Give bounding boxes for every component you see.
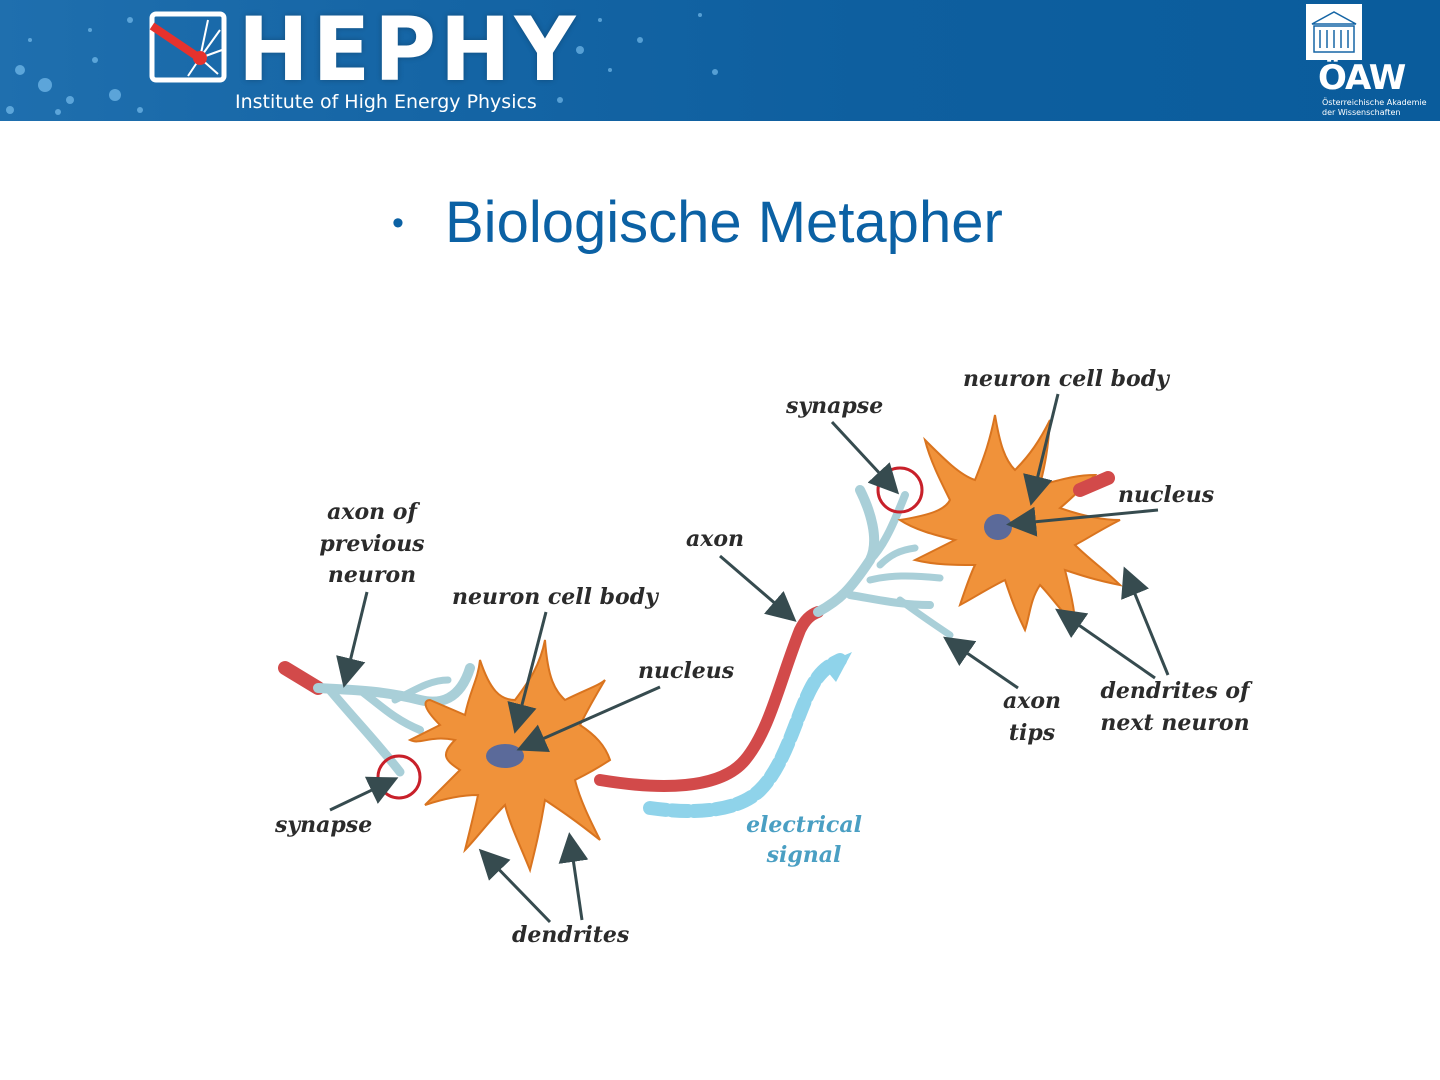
label-electrical-signal-2: signal: [766, 842, 842, 868]
label-dendrites-next-2: next neuron: [1100, 710, 1249, 736]
left-neuron-body: [407, 639, 612, 874]
hephy-emblem-icon: [149, 11, 227, 83]
axon: [594, 606, 824, 792]
label-neuron-cell-body-left: neuron cell body: [452, 584, 660, 610]
label-dendrites-next-1: dendrites of: [1100, 678, 1253, 704]
right-neuron-body: [897, 414, 1124, 633]
synapse-circle-left: [376, 754, 422, 800]
label-axon-tips-2: tips: [1009, 720, 1055, 746]
label-axon-of-previous-2: previous: [319, 531, 424, 557]
oaw-line-2: der Wissenschaften: [1322, 108, 1401, 117]
header-banner: HEPHY Institute of High Energy Physics Ö…: [0, 0, 1440, 121]
particle-background: [6, 13, 718, 115]
label-synapse-right: synapse: [785, 393, 883, 419]
oaw-building-icon: [1306, 4, 1362, 60]
pointer-arrows: [329, 393, 1170, 924]
label-axon: axon: [686, 526, 744, 552]
oaw-line-1: Österreichische Akademie: [1322, 98, 1427, 107]
label-dendrites: dendrites: [512, 922, 629, 948]
previous-axon-terminal: [278, 661, 475, 777]
slide-title: Biologische Metapher: [445, 190, 1003, 255]
electrical-signal-arrow: [643, 652, 852, 818]
label-axon-of-previous-1: axon of: [327, 499, 420, 525]
right-axon-terminals: [813, 485, 954, 639]
label-electrical-signal-1: electrical: [746, 812, 862, 838]
label-synapse-left: synapse: [274, 812, 372, 838]
oaw-logo-text: ÖAW: [1318, 58, 1406, 98]
label-nucleus-left: nucleus: [638, 658, 734, 684]
hephy-logo-text: HEPHY: [238, 0, 580, 101]
label-axon-of-previous-3: neuron: [328, 562, 416, 588]
label-nucleus-right: nucleus: [1118, 482, 1214, 508]
bullet-marker: •: [392, 204, 404, 242]
hephy-logo-subtitle: Institute of High Energy Physics: [235, 91, 537, 113]
label-axon-tips-1: axon: [1003, 688, 1061, 714]
label-neuron-cell-body-right: neuron cell body: [963, 366, 1171, 392]
